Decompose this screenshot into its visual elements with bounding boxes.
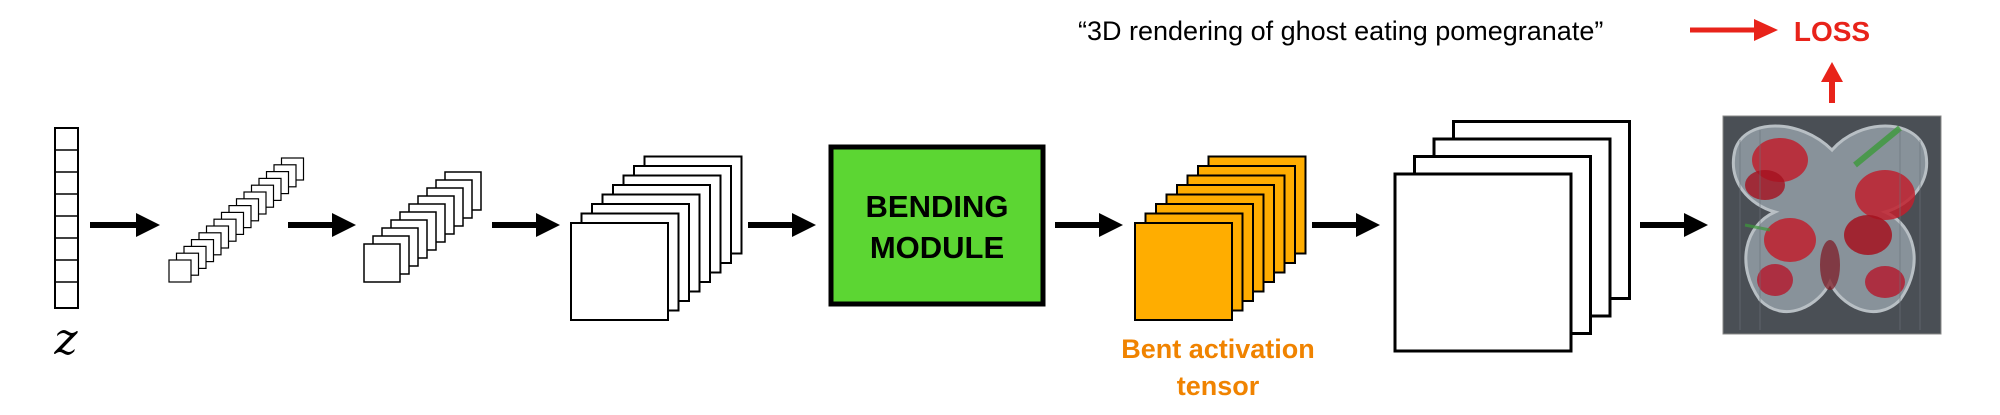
loss-arrow-up xyxy=(1821,62,1843,103)
arrow-1 xyxy=(90,213,160,237)
feature-map-stack-2 xyxy=(363,171,482,283)
arrow-3 xyxy=(492,213,560,237)
bent-tensor-label-line1: Bent activation xyxy=(1121,334,1315,364)
arrow-2 xyxy=(288,213,356,237)
feature-map-stack-3 xyxy=(570,155,743,321)
prompt-text: “3D rendering of ghost eating pomegranat… xyxy=(1078,16,1603,46)
feature-map-slice xyxy=(168,259,192,283)
bent-tensor-label-line2: tensor xyxy=(1177,371,1260,401)
feature-map-slice xyxy=(570,222,669,321)
ghost-pomegranate-image xyxy=(1722,115,1942,335)
prompt-arrow xyxy=(1690,19,1778,41)
bending-module-line2: MODULE xyxy=(870,230,1004,265)
feature-map-slice xyxy=(1134,222,1233,321)
bent-activation-stack xyxy=(1134,155,1307,321)
arrow-5 xyxy=(1055,213,1123,237)
feature-map-slice xyxy=(1393,172,1573,353)
bending-module: BENDING MODULE xyxy=(828,144,1046,307)
arrow-4 xyxy=(748,213,816,237)
latent-vector xyxy=(54,127,79,309)
feature-map-stack-5 xyxy=(1393,120,1631,353)
arrow-6 xyxy=(1312,213,1380,237)
feature-map-stack-1 xyxy=(168,157,305,283)
bending-module-line1: BENDING xyxy=(866,189,1009,224)
latent-label: z xyxy=(53,314,78,365)
feature-map-slice xyxy=(363,243,401,283)
arrow-7 xyxy=(1640,213,1708,237)
loss-label: LOSS xyxy=(1794,16,1870,47)
